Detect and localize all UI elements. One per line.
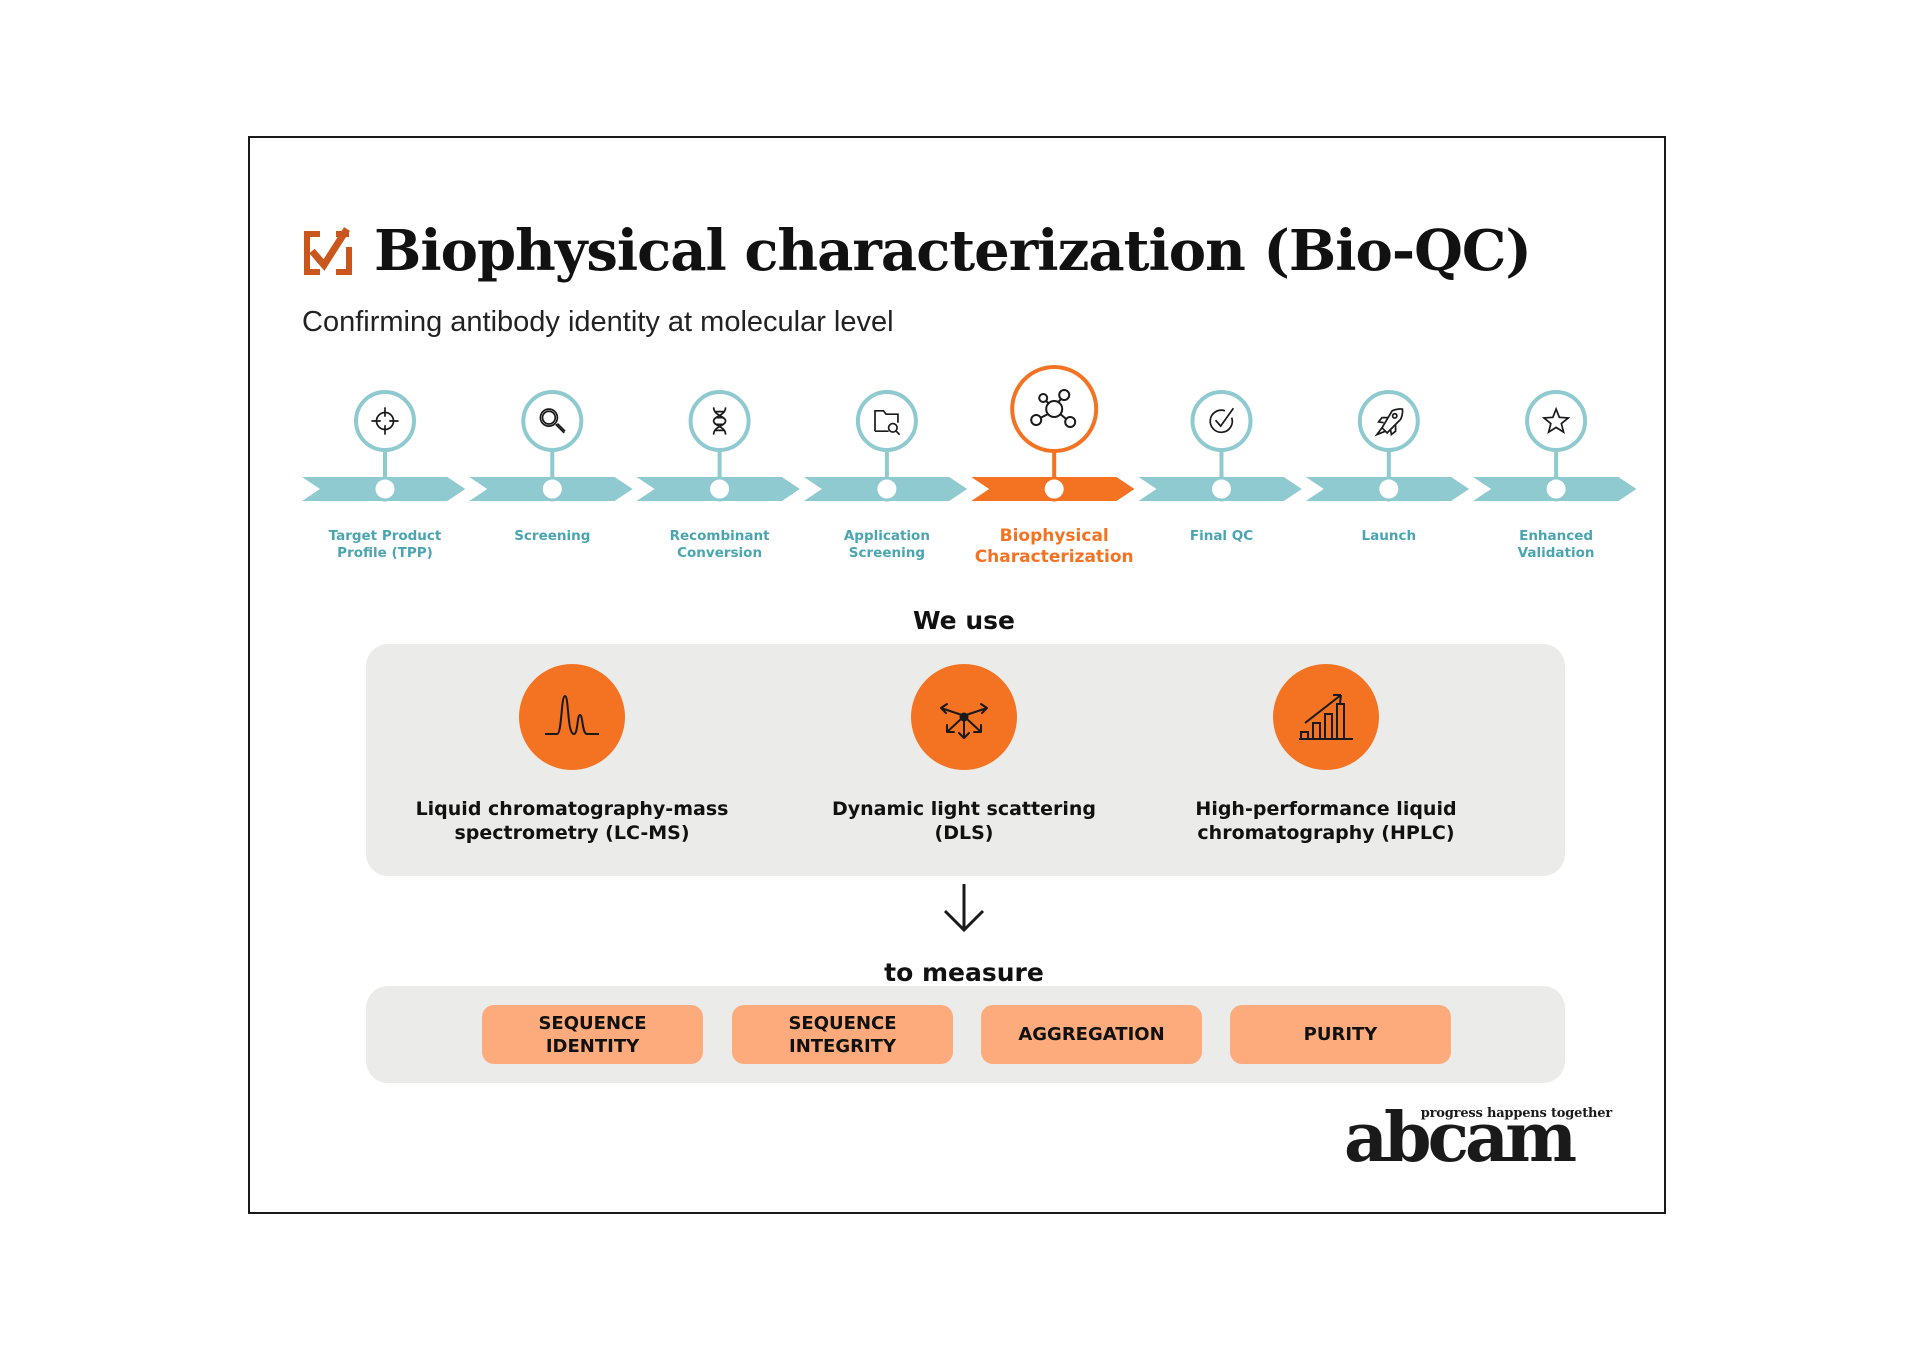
- bar-chart-trend-icon: [1299, 694, 1353, 740]
- method-label: Liquid chromatography-mass spectrometry …: [392, 797, 752, 845]
- method-label: High-performance liquid chromatography (…: [1146, 797, 1506, 845]
- chromatogram-peaks-icon: [545, 694, 599, 736]
- method-icon-circle: [1273, 664, 1379, 770]
- method-icon-circle: [911, 664, 1017, 770]
- pill-label-line: SEQUENCE: [538, 1012, 647, 1034]
- checkbox-checked-icon: [304, 227, 352, 275]
- method-label-line: chromatography (HPLC): [1197, 822, 1455, 844]
- method-label-line: Dynamic light scattering: [832, 798, 1096, 820]
- page-title: Biophysical characterization (Bio-QC): [374, 218, 1532, 284]
- abcam-logo: abcam progress happens together: [1344, 1098, 1614, 1178]
- method-label-line: spectrometry (LC-MS): [454, 822, 690, 844]
- scatter-arrows-icon: [940, 703, 988, 739]
- method-label: Dynamic light scattering (DLS): [784, 797, 1144, 845]
- method-label-line: (DLS): [934, 822, 994, 844]
- page-subtitle: Confirming antibody identity at molecula…: [302, 306, 894, 338]
- pill-label-line: SEQUENCE: [788, 1012, 897, 1034]
- measure-pill-aggregation[interactable]: AGGREGATION: [981, 1005, 1202, 1064]
- title-row: Biophysical characterization (Bio-QC): [302, 218, 1532, 284]
- we-use-heading: We use: [913, 606, 1015, 635]
- method-label-line: Liquid chromatography-mass: [415, 798, 729, 820]
- measure-pill-purity[interactable]: PURITY: [1230, 1005, 1451, 1064]
- logo-wordmark: abcam: [1344, 1098, 1577, 1178]
- pill-label-line: PURITY: [1303, 1024, 1378, 1045]
- page-frame: [248, 136, 1666, 1214]
- to-measure-heading: to measure: [884, 958, 1044, 987]
- method-label-line: High-performance liquid: [1195, 798, 1457, 820]
- method-icon-circle: [519, 664, 625, 770]
- arrow-down-icon: [943, 884, 985, 933]
- logo-tagline: progress happens together: [1420, 1106, 1612, 1121]
- pill-label-line: INTEGRITY: [789, 1035, 896, 1057]
- pill-label-line: IDENTITY: [545, 1035, 640, 1057]
- pill-label-line: AGGREGATION: [1018, 1024, 1165, 1045]
- methods-panel: Liquid chromatography-mass spectrometry …: [366, 644, 1565, 876]
